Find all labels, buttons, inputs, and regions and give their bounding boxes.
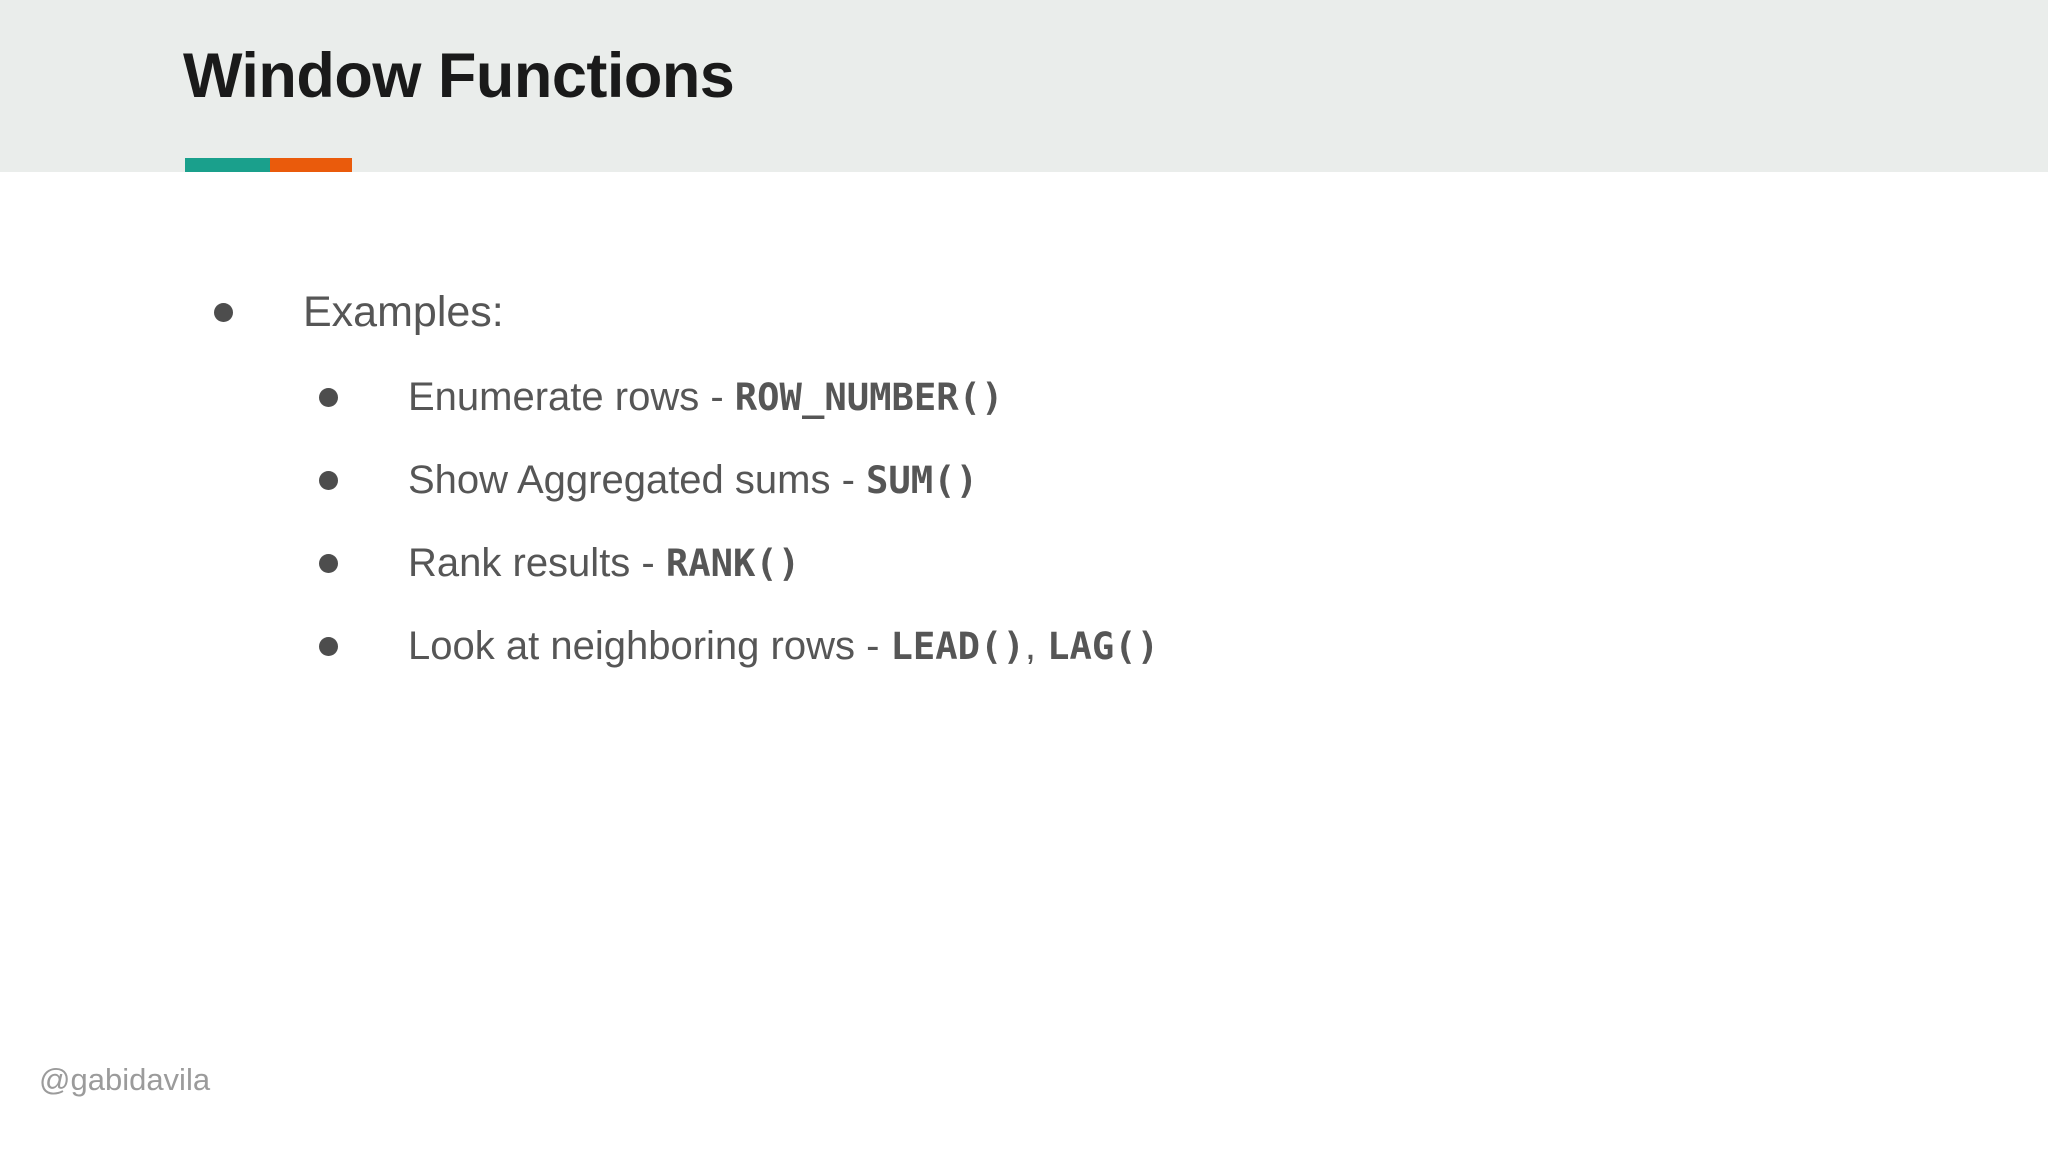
bullet-label-examples: Examples:	[303, 288, 504, 336]
list-item: Rank results - RANK()	[319, 538, 800, 588]
slide-header-band	[0, 0, 2048, 172]
item-description: Show Aggregated sums	[408, 458, 831, 502]
footer-author-handle: @gabidavila	[39, 1062, 211, 1097]
list-item: Enumerate rows - ROW_NUMBER()	[319, 372, 1003, 422]
bullet-dot-icon	[319, 471, 338, 490]
title-accent-bar	[185, 158, 352, 172]
page-title: Window Functions	[183, 41, 735, 111]
bullet-label: Enumerate rows - ROW_NUMBER()	[408, 372, 1003, 422]
item-code-separator: ,	[1024, 624, 1048, 668]
item-separator: -	[830, 458, 867, 502]
list-item-examples: Examples:	[214, 286, 504, 340]
item-code: LEAD()	[890, 624, 1025, 668]
bullet-label: Look at neighboring rows - LEAD(), LAG()	[408, 621, 1159, 671]
slide-body: Examples: Enumerate rows - ROW_NUMBER() …	[0, 172, 2048, 1152]
item-separator: -	[630, 541, 666, 585]
item-description: Rank results	[408, 541, 631, 585]
bullet-dot-icon	[319, 388, 338, 407]
accent-bar-teal-segment	[185, 158, 270, 172]
accent-bar-orange-segment	[270, 158, 352, 172]
item-description: Enumerate rows	[408, 375, 700, 419]
bullet-dot-icon	[319, 554, 338, 573]
item-code: ROW_NUMBER()	[734, 375, 1004, 419]
item-code: SUM()	[866, 458, 978, 502]
bullet-label: Show Aggregated sums - SUM()	[408, 455, 978, 505]
list-item: Show Aggregated sums - SUM()	[319, 455, 978, 505]
bullet-dot-icon	[319, 637, 338, 656]
item-description: Look at neighboring rows	[408, 624, 855, 668]
bullet-label: Rank results - RANK()	[408, 538, 800, 588]
item-code-extra: LAG()	[1047, 624, 1160, 668]
bullet-dot-icon	[214, 303, 233, 322]
item-code: RANK()	[665, 541, 801, 585]
list-item: Look at neighboring rows - LEAD(), LAG()	[319, 621, 1159, 671]
item-separator: -	[854, 624, 891, 668]
item-separator: -	[699, 375, 735, 419]
